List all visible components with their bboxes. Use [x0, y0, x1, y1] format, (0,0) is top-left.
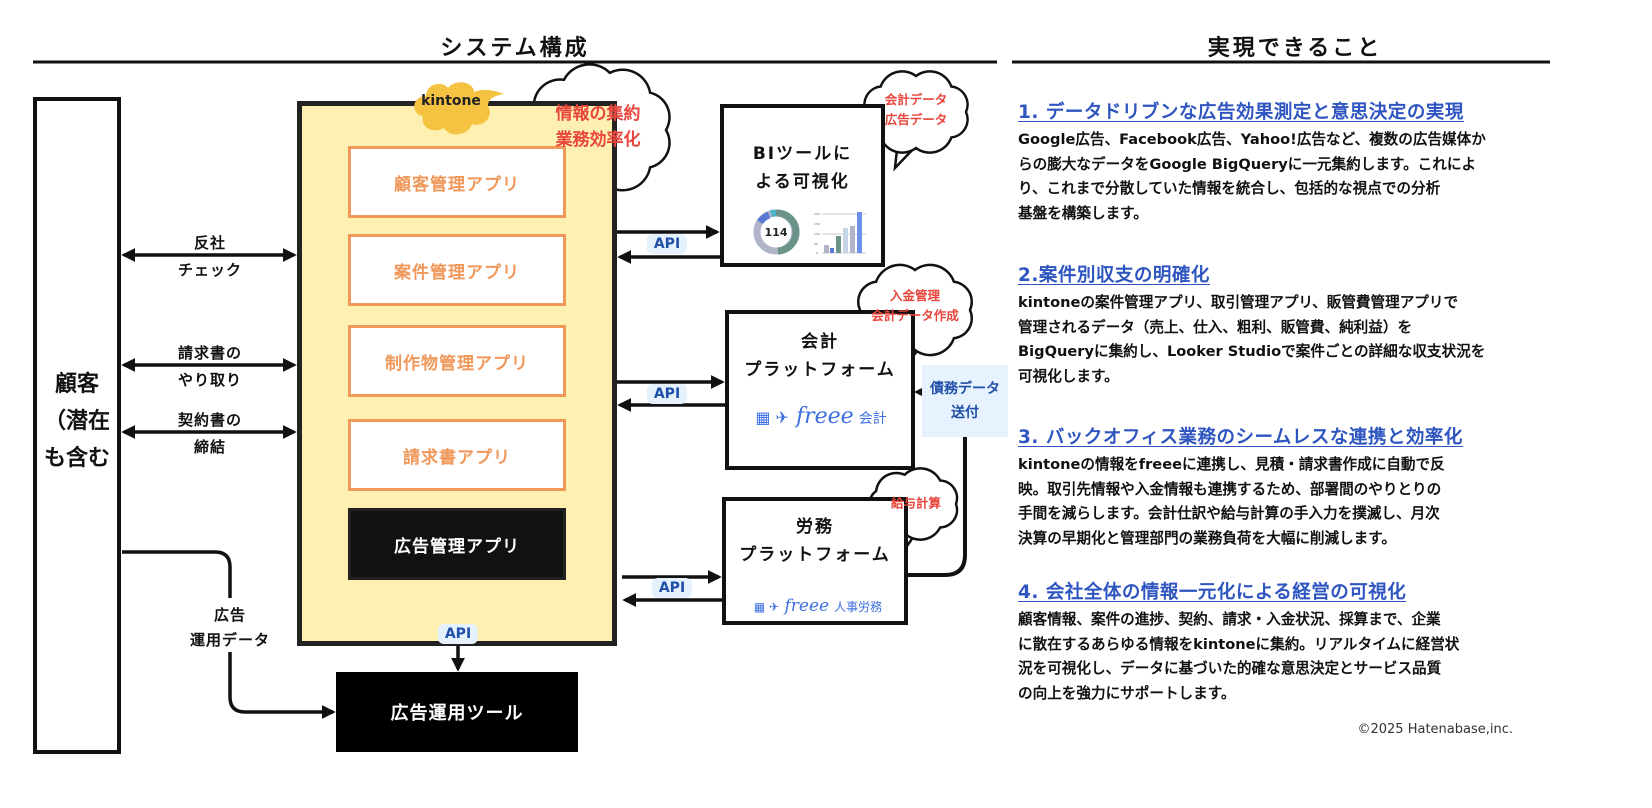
- customer-line: も含む: [43, 446, 110, 471]
- bi-tool-box: BIツールに よる可視化 114 200 150 100 50 0: [720, 104, 885, 267]
- bar-chart-icon: 200 150 100 50 0: [814, 212, 866, 255]
- bi-chart-illustration: 114 200 150 100 50 0: [753, 209, 866, 255]
- feature-text: の向上を強力にサポートします。: [1018, 684, 1236, 702]
- feature-heading: 3. バックオフィス業務のシームレスな連携と効率化: [1018, 427, 1463, 448]
- donut-value: 114: [765, 226, 788, 239]
- app-customer-management[interactable]: 顧客管理アプリ: [348, 146, 566, 218]
- customer-box: 顧客 （潜在 も含む: [33, 97, 121, 754]
- svg-text:100: 100: [814, 232, 820, 236]
- ad-data-label: 広告: [213, 606, 247, 624]
- ad-data-label: 運用データ: [189, 631, 271, 649]
- feature-text: 管理されるデータ（売上、仕入、粗利、販管費、純利益）を: [1018, 318, 1413, 336]
- feature-heading: 4. 会社全体の情報一元化による経営の可視化: [1018, 582, 1407, 603]
- bubble-accounting: 入金管理会計データ作成: [871, 288, 959, 323]
- feature-text: り、これまで分散していた情報を統合し、包括的な視点での分析: [1018, 180, 1441, 197]
- kintone-platform: 顧客管理アプリ 案件管理アプリ 制作物管理アプリ 請求書アプリ 広告管理アプリ: [297, 101, 617, 646]
- payables-data-sending: 債務データ 送付: [922, 365, 1008, 437]
- app-ad-management[interactable]: 広告管理アプリ: [348, 508, 566, 580]
- accounting-title-line: プラットフォーム: [744, 360, 896, 380]
- saimu-line: [908, 437, 967, 577]
- ad-data-line-top: [122, 550, 232, 598]
- feature-text: らの膨大なデータをGoogle BigQueryに一元集約します。これによ: [1018, 155, 1477, 173]
- feature-1: 1. データドリブンな広告効果測定と意思決定の実現 Google広告、Faceb…: [1018, 98, 1558, 226]
- app-invoice[interactable]: 請求書アプリ: [348, 419, 566, 491]
- customer-line: （潜在: [43, 409, 110, 434]
- feature-heading: 1. データドリブンな広告効果測定と意思決定の実現: [1018, 102, 1464, 123]
- feature-text: Google広告、Facebook広告、Yahoo!広告など、複数の広告媒体か: [1018, 131, 1486, 148]
- feature-text: kintoneの案件管理アプリ、取引管理アプリ、販管費管理アプリで: [1018, 294, 1459, 311]
- svg-text:50: 50: [814, 242, 818, 246]
- bi-title-line: BIツールに: [752, 144, 853, 164]
- api-badge: API: [437, 624, 479, 644]
- svg-text:0: 0: [816, 251, 818, 255]
- feature-text: 手間を減らします。会計仕訳や給与計算の手入力を撲滅し、月次: [1018, 505, 1440, 522]
- kintone-logo-cloud: [414, 82, 504, 135]
- bubble-bi: 会計データ広告データ: [884, 92, 948, 127]
- labor-title-line: 労務: [796, 517, 834, 537]
- feature-4: 4. 会社全体の情報一元化による経営の可視化 顧客情報、案件の進捗、契約、請求・…: [1018, 578, 1558, 706]
- app-project-management[interactable]: 案件管理アプリ: [348, 234, 566, 306]
- ad-operation-tool: 広告運用ツール: [336, 672, 578, 752]
- labor-title-line: プラットフォーム: [739, 545, 891, 565]
- link-label-top: 請求書の: [177, 344, 243, 362]
- ad-data-arrow: [228, 652, 336, 719]
- payables-label: 送付: [951, 405, 979, 421]
- link-label-bottom: 締結: [193, 438, 227, 456]
- feature-text: 決算の早期化と管理部門の業務負荷を大幅に削減します。: [1018, 529, 1396, 547]
- right-section-title: 実現できること: [1207, 36, 1383, 61]
- svg-text:200: 200: [814, 212, 820, 216]
- feature-text: 映。取引先情報や入金情報も連携するため、部署間のやりとりの: [1018, 480, 1442, 498]
- bubble-kintone: 情報の集約業務効率化: [555, 104, 641, 150]
- feature-text: 可視化します。: [1018, 367, 1119, 385]
- payables-label: 債務データ: [930, 381, 1000, 397]
- feature-text: 況を可視化し、データに基づいた的確な意思決定とサービス品質: [1018, 660, 1442, 677]
- api-badge: API: [646, 234, 688, 254]
- app-deliverable-management[interactable]: 制作物管理アプリ: [348, 325, 566, 397]
- customer-line: 顧客: [54, 372, 99, 397]
- feature-text: 顧客情報、案件の進捗、契約、請求・入金状況、採算まで、企業: [1018, 611, 1441, 628]
- feature-text: 基盤を構築します。: [1018, 204, 1148, 222]
- svg-text:150: 150: [814, 222, 820, 226]
- link-label-bottom: チェック: [177, 261, 243, 279]
- left-section-title: システム構成: [440, 36, 590, 61]
- bi-title-line: よる可視化: [755, 172, 850, 192]
- link-label-bottom: やり取り: [177, 371, 243, 389]
- feature-2: 2.案件別収支の明確化 kintoneの案件管理アプリ、取引管理アプリ、販管費管…: [1018, 261, 1558, 389]
- kintone-logo-text: kintone: [421, 93, 481, 109]
- feature-text: kintoneの情報をfreeeに連携し、見積・請求書作成に自動で反: [1018, 456, 1445, 473]
- donut-chart-icon: 114: [753, 209, 800, 255]
- accounting-title-line: 会計: [801, 332, 839, 352]
- api-badge: API: [646, 384, 688, 404]
- feature-3: 3. バックオフィス業務のシームレスな連携と効率化 kintoneの情報をfre…: [1018, 423, 1558, 551]
- feature-text: BigQueryに集約し、Looker Studioで案件ごとの詳細な収支状況を: [1018, 343, 1486, 360]
- feature-text: に散在するあらゆる情報をkintoneに集約。リアルタイムに経営状: [1018, 635, 1460, 653]
- copyright: ©2025 Hatenabase,inc.: [1357, 722, 1513, 737]
- api-badge: API: [651, 578, 693, 598]
- feature-heading: 2.案件別収支の明確化: [1018, 265, 1210, 286]
- link-label-top: 反社: [193, 234, 227, 252]
- link-label-top: 契約書の: [177, 411, 243, 429]
- bubble-labor: 給与計算: [890, 495, 942, 511]
